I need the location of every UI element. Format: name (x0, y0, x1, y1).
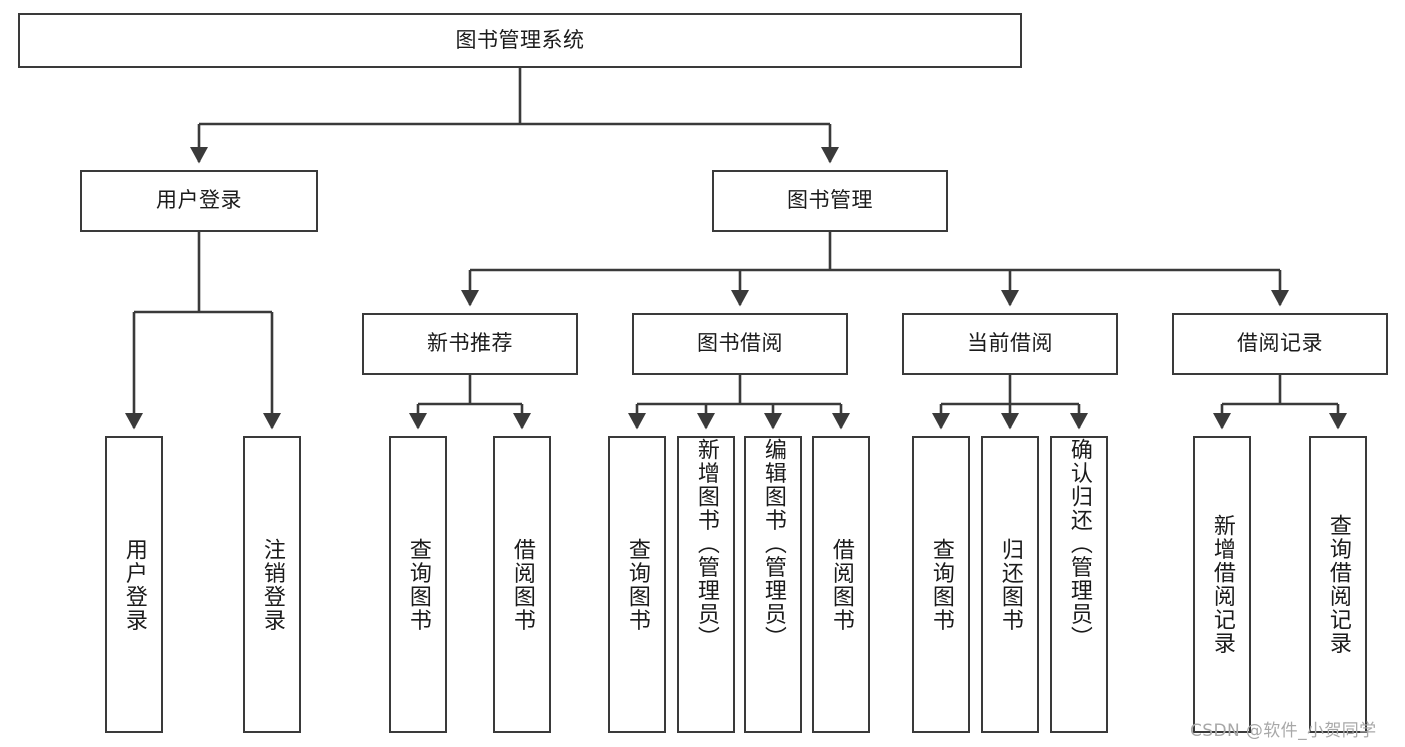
node-label: 确认归还（管理员） (1066, 438, 1092, 650)
node-label: 查询图书 (928, 537, 954, 632)
node-label: 查询借阅记录 (1325, 514, 1351, 655)
node-label: 用户登录 (121, 537, 147, 632)
node-label: 归还图书 (997, 537, 1023, 632)
node-leaf-return-book[interactable]: 归还图书 (981, 436, 1039, 733)
node-user-login[interactable]: 用户登录 (80, 170, 318, 232)
node-leaf-query-book-newbook[interactable]: 查询图书 (389, 436, 447, 733)
node-book-borrow[interactable]: 图书借阅 (632, 313, 848, 375)
node-label: 借阅记录 (1237, 331, 1323, 356)
node-label: 新书推荐 (427, 331, 513, 356)
node-label: 图书借阅 (697, 331, 783, 356)
node-root-system[interactable]: 图书管理系统 (18, 13, 1022, 68)
node-label: 查询图书 (624, 537, 650, 632)
node-leaf-add-borrow-record[interactable]: 新增借阅记录 (1193, 436, 1251, 733)
node-label: 用户登录 (156, 188, 242, 213)
node-leaf-query-book-borrow[interactable]: 查询图书 (608, 436, 666, 733)
node-new-book-recommend[interactable]: 新书推荐 (362, 313, 578, 375)
node-leaf-edit-book-admin[interactable]: 编辑图书（管理员） (744, 436, 802, 733)
node-label: 图书管理系统 (455, 27, 585, 52)
node-leaf-query-borrow-record[interactable]: 查询借阅记录 (1309, 436, 1367, 733)
node-leaf-query-book-current[interactable]: 查询图书 (912, 436, 970, 733)
node-label: 图书管理 (787, 188, 873, 213)
node-leaf-logout[interactable]: 注销登录 (243, 436, 301, 733)
node-current-borrow[interactable]: 当前借阅 (902, 313, 1118, 375)
node-label: 新增图书（管理员） (693, 438, 719, 650)
node-borrow-records[interactable]: 借阅记录 (1172, 313, 1388, 375)
node-leaf-borrow-book[interactable]: 借阅图书 (812, 436, 870, 733)
node-leaf-add-book-admin[interactable]: 新增图书（管理员） (677, 436, 735, 733)
node-label: 编辑图书（管理员） (760, 438, 786, 650)
node-leaf-borrow-book-newbook[interactable]: 借阅图书 (493, 436, 551, 733)
node-book-management[interactable]: 图书管理 (712, 170, 948, 232)
node-label: 借阅图书 (828, 537, 854, 632)
node-label: 查询图书 (405, 537, 431, 632)
node-leaf-confirm-return-admin[interactable]: 确认归还（管理员） (1050, 436, 1108, 733)
watermark-text: CSDN @软件_小贺同学 (1190, 721, 1377, 741)
node-label: 借阅图书 (509, 537, 535, 632)
node-leaf-user-login[interactable]: 用户登录 (105, 436, 163, 733)
node-label: 当前借阅 (967, 331, 1053, 356)
node-label: 新增借阅记录 (1209, 514, 1235, 655)
node-label: 注销登录 (259, 537, 285, 632)
